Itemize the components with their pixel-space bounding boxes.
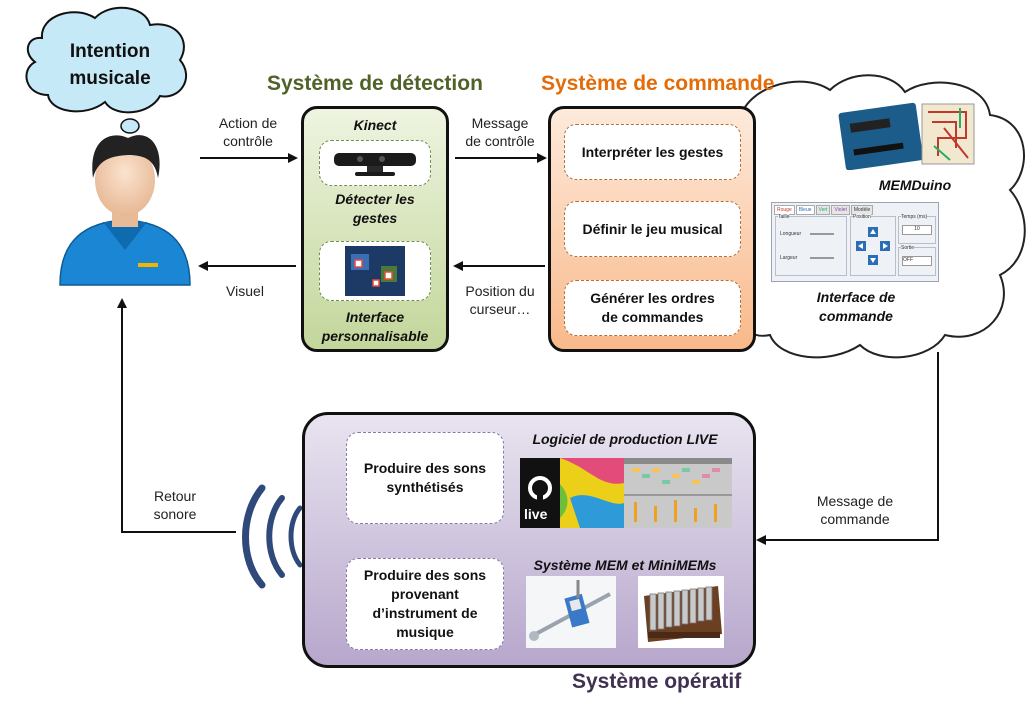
task-instrument-sounds: Produire des sons provenant d’instrument…	[346, 558, 504, 650]
task-instrument-line2: provenant	[391, 586, 459, 602]
arduino-board-image	[838, 102, 975, 170]
mem-label: Système MEM et MiniMEMs	[533, 557, 717, 573]
label-commande-line2: commande	[820, 511, 890, 527]
ableton-live-logo: live	[520, 458, 624, 528]
arrow-message-commande	[756, 352, 939, 545]
thought-text: Intention musicale	[40, 38, 180, 92]
memduino-label: MEMDuino	[878, 177, 952, 193]
ui-tab-vert[interactable]: Vert	[815, 205, 831, 215]
title-command: Système de commande	[541, 72, 775, 95]
label-retour-line2: sonore	[153, 506, 197, 522]
ui-taille-group: Taille Longueur Largeur	[775, 214, 847, 276]
ui-sortie-select[interactable]: OFF	[902, 256, 932, 266]
task-generate: Générer les ordres de commandes	[564, 280, 741, 336]
task-define: Définir le jeu musical	[564, 201, 741, 257]
kinect-sensor-icon	[334, 153, 416, 176]
interface-image-frame	[319, 241, 431, 301]
ui-position-label: Position	[853, 214, 871, 220]
thought-cloud	[25, 6, 187, 114]
label-message-commande: Message de commande	[805, 492, 905, 528]
task-interpret: Interpréter les gestes	[564, 124, 741, 180]
mem-actuator-image	[526, 576, 616, 648]
label-visuel: Visuel	[226, 283, 264, 299]
label-action-line1: Action de	[218, 115, 278, 131]
ui-sortie-label: Sortie	[901, 245, 915, 251]
ui-direction-pad-icon[interactable]	[851, 223, 895, 273]
task-instrument-line3: d’instrument de	[372, 605, 478, 621]
command-interface-line2: commande	[819, 308, 893, 324]
label-position-curseur: Position du curseur…	[455, 282, 545, 318]
thought-line2: musicale	[69, 68, 151, 89]
task-synth-line2: synthétisés	[386, 479, 464, 495]
interface-custom-label: Interface personnalisable	[301, 308, 449, 346]
thought-bubble-medium	[120, 118, 140, 134]
ui-largeur-slider[interactable]	[810, 257, 834, 259]
thought-line1: Intention	[69, 41, 151, 62]
label-position-line2: curseur…	[469, 301, 531, 317]
detect-line2: gestes	[352, 210, 398, 226]
label-message-line1: Message	[471, 115, 529, 131]
label-retour-line1: Retour	[153, 488, 197, 504]
label-action-line2: contrôle	[223, 133, 273, 149]
title-operative: Système opératif	[572, 670, 742, 693]
kinect-image-frame	[319, 140, 431, 186]
minimem-xylophone-image	[638, 576, 724, 648]
task-instrument-line1: Produire des sons	[363, 567, 487, 583]
kinect-label: Kinect	[353, 117, 397, 133]
label-retour-sonore: Retour sonore	[140, 487, 210, 523]
ui-sortie-group: Sortie OFF	[898, 245, 936, 276]
label-message-controle: Message de contrôle	[450, 114, 550, 150]
custom-interface-thumbnail	[345, 246, 405, 296]
ui-temps-label: Temps (ms)	[901, 214, 928, 220]
interface-custom-line1: Interface	[345, 309, 405, 325]
task-generate-line1: Générer les ordres	[590, 290, 715, 306]
ui-largeur-label: Largeur	[780, 255, 798, 261]
task-synth-line1: Produire des sons	[363, 460, 487, 476]
command-interface-screenshot: Rouge Bleue Vert Violet Modèle Taille Lo…	[771, 202, 939, 282]
command-interface-label: Interface de commande	[786, 288, 926, 326]
task-synth-sounds: Produire des sons synthétisés	[346, 432, 504, 524]
ui-longueur-slider[interactable]	[810, 233, 834, 235]
interface-custom-line2: personnalisable	[321, 328, 429, 344]
label-position-line1: Position du	[465, 283, 535, 299]
ui-temps-input[interactable]: 10	[902, 225, 932, 235]
live-logo-text: live	[524, 506, 548, 522]
detect-line1: Détecter les	[335, 191, 415, 207]
label-action-controle: Action de contrôle	[200, 114, 296, 150]
detect-gestures-label: Détecter les gestes	[301, 190, 449, 228]
ui-position-group: Position	[850, 214, 896, 276]
ableton-live-screenshot	[624, 458, 732, 528]
ui-tab-violet[interactable]: Violet	[831, 205, 850, 215]
task-instrument-line4: musique	[396, 624, 454, 640]
ui-temps-group: Temps (ms) 10	[898, 214, 936, 244]
task-generate-line2: de commandes	[601, 309, 704, 325]
ui-taille-label: Taille	[778, 214, 790, 220]
title-detection: Système de détection	[267, 72, 483, 95]
ui-tab-bleue[interactable]: Bleue	[795, 205, 815, 215]
ui-tabs: Rouge Bleue Vert Violet Modèle	[774, 205, 874, 215]
user-avatar	[59, 135, 191, 286]
software-label: Logiciel de production LIVE	[532, 431, 718, 447]
command-interface-line1: Interface de	[816, 289, 896, 305]
arrow-retour	[117, 298, 236, 533]
label-commande-line1: Message de	[816, 493, 894, 509]
label-message-line2: de contrôle	[465, 133, 535, 149]
ui-longueur-label: Longueur	[780, 231, 802, 237]
